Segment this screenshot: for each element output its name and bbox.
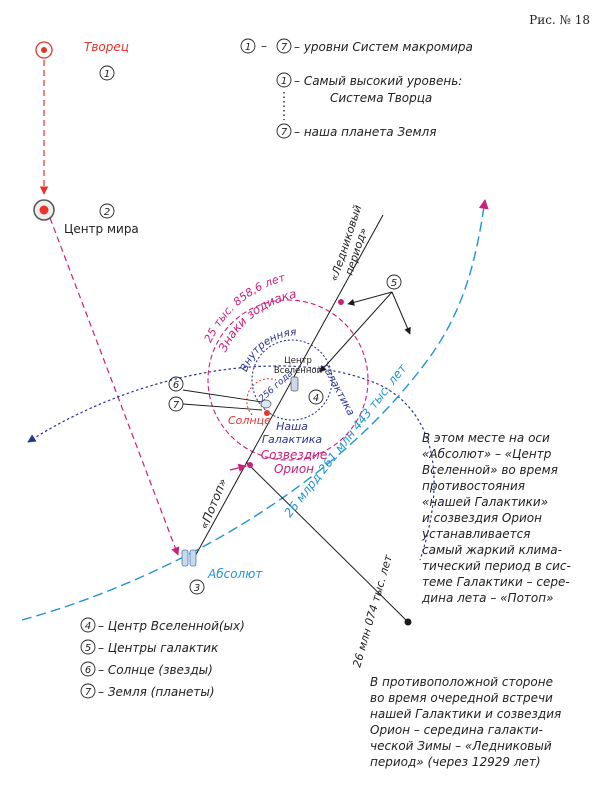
note-flood: В этом месте на оси «Абсолют» – «Центр В… <box>421 431 571 605</box>
mid-years-label: 26 млн 074 тыс. лет <box>350 553 395 669</box>
legend-top-text-2: Система Творца <box>330 91 432 105</box>
galaxy-center-pointers <box>319 291 411 373</box>
svg-text:В этом месте на оси: В этом месте на оси <box>422 431 550 445</box>
legend-7-text: – Земля (планеты) <box>98 685 215 699</box>
legend-range-to: 7 <box>281 42 288 53</box>
legend-4-text: – Центр Вселенной(ых) <box>98 619 245 633</box>
svg-text:и созвездия Орион: и созвездия Орион <box>422 511 542 525</box>
universe-center-node: Центр Вселенной 4 <box>274 356 324 405</box>
legend-bottom: 4 – Центр Вселенной(ых) 5 – Центры галак… <box>80 617 245 699</box>
legend-4-num: 4 <box>85 621 91 632</box>
absolute-node: Абсолют 3 <box>181 549 263 595</box>
galaxy-centers-num: 5 <box>391 278 397 289</box>
ice-age-point <box>338 299 344 305</box>
legend-6-num: 6 <box>85 665 91 676</box>
svg-text:ческой Зимы – «Ледниковый: ческой Зимы – «Ледниковый <box>370 739 552 753</box>
legend-top-text-1: – Самый высокий уровень: <box>294 74 462 88</box>
legend-bottom-num: 7 <box>281 127 288 138</box>
inner-galaxy-circle <box>251 339 333 421</box>
legend-range-text: – уровни Систем макромира <box>294 40 473 54</box>
legend-bottom-text: – наша планета Земля <box>294 125 436 139</box>
svg-text:Орион – середина галакти-: Орион – середина галакти- <box>370 723 543 737</box>
opposite-point <box>404 618 412 626</box>
universe-center-label-2: Вселенной <box>274 366 322 376</box>
legend-5-text: – Центры галактик <box>98 641 219 655</box>
solar-orbit <box>246 378 277 416</box>
orion-label-1: Созвездие <box>261 448 327 462</box>
svg-text:Вселенной» во время: Вселенной» во время <box>422 463 558 477</box>
legend-top-num: 1 <box>281 76 287 87</box>
flood-point <box>247 462 253 468</box>
svg-text:тический период в сис-: тический период в сис- <box>422 559 571 573</box>
svg-text:период» (через 12929 лет): период» (через 12929 лет) <box>370 755 541 769</box>
svg-text:В противоположной стороне: В противоположной стороне <box>370 675 553 689</box>
figure-label: Рис. № 18 <box>529 13 590 27</box>
svg-text:нашей Галактики и созвездия: нашей Галактики и созвездия <box>370 707 561 721</box>
svg-text:во время очередной встречи: во время очередной встречи <box>370 691 553 705</box>
universe-center-num: 4 <box>313 393 319 404</box>
svg-text:противостояния: противостояния <box>422 479 525 493</box>
world-center-label: Центр мира <box>64 222 139 236</box>
legend-5-num: 5 <box>85 643 91 654</box>
our-galaxy-label-2: Галактика <box>262 433 322 446</box>
legend-top: 1 – 7 – уровни Систем макромира 1 – Самы… <box>240 38 473 139</box>
legend-6-text: – Солнце (звезды) <box>98 663 213 677</box>
inner-galaxy-label-2: галактика <box>319 362 356 418</box>
world-orbit <box>27 365 435 561</box>
orion-label-2: Орион <box>274 462 314 476</box>
universe-center-label-1: Центр <box>284 356 312 366</box>
svg-text:устанавливается: устанавливается <box>421 527 530 541</box>
universe-orbit <box>21 199 489 621</box>
svg-text:теме Галактики – сере-: теме Галактики – сере- <box>422 575 570 589</box>
svg-text:самый жаркий клима-: самый жаркий клима- <box>422 543 562 557</box>
legend-range-from: 1 <box>245 42 251 53</box>
zodiac-circle <box>207 299 369 461</box>
absolute-num: 3 <box>194 583 200 594</box>
creator-label: Творец <box>84 40 129 54</box>
sun-node: Солнце <box>228 399 272 427</box>
note-ice: В противоположной стороне во время очере… <box>370 675 561 769</box>
svg-text:«нашей Галактики»: «нашей Галактики» <box>422 495 548 509</box>
svg-text:дина лета – «Потоп»: дина лета – «Потоп» <box>421 591 554 605</box>
sun-label: Солнце <box>228 414 271 427</box>
earth-num: 7 <box>173 400 180 411</box>
sun-num: 6 <box>173 380 179 391</box>
absolute-label: Абсолют <box>207 567 263 581</box>
legend-7-num: 7 <box>85 687 92 698</box>
svg-text:«Абсолют» – «Центр: «Абсолют» – «Центр <box>422 447 552 461</box>
svg-text:–: – <box>261 39 267 53</box>
world-center-node: Центр мира 2 <box>33 199 139 236</box>
creator-node: Творец 1 <box>35 40 129 81</box>
our-galaxy-label-1: Наша <box>276 420 308 433</box>
creator-num: 1 <box>104 69 110 80</box>
world-center-num: 2 <box>104 207 110 218</box>
